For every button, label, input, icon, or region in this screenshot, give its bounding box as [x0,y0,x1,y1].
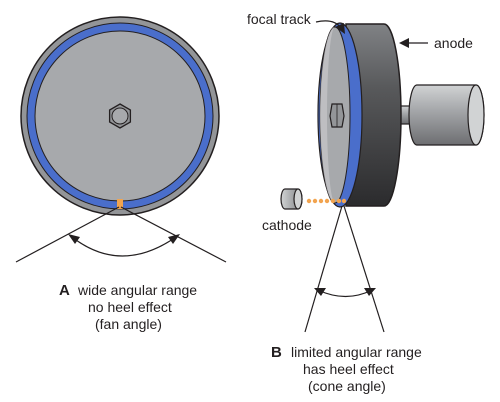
panel-a-caption: A wide angular range no heel effect (fan… [59,282,197,332]
anode-label: anode [434,35,473,51]
fan-ray-left [15,206,120,263]
cone-ray-right [343,205,385,333]
rotor-end [467,84,485,146]
panel-a-caption-line3: (fan angle) [95,316,162,332]
panel-a-anode-face [20,16,220,216]
panel-a-caption-line2: no heel effect [88,299,172,315]
arrowhead-right-icon [168,234,180,244]
panel-a-letter: A [59,282,70,299]
panel-b-cone-angle [304,205,385,333]
callout-arrows [315,20,428,48]
panel-b-letter: B [271,344,282,361]
focal-track-arrow-icon [335,23,345,34]
panel-b-anode-side [317,22,485,208]
panel-b-caption-line2: has heel effect [303,361,394,377]
panel-a-caption-line1: wide angular range [77,282,197,298]
cathode-label: cathode [262,217,312,233]
cone-ray-left [304,205,343,333]
anode-face-shade [320,27,335,203]
cone-arrowhead-left-icon [314,288,326,296]
panel-b-caption-line1: limited angular range [291,344,422,360]
focal-track-label: focal track [247,11,312,27]
fan-ray-right [120,206,227,263]
cathode-face [293,188,303,210]
arrowhead-left-icon [68,234,80,244]
anode-arrow-icon [399,38,409,48]
panel-b-caption-line3: (cone angle) [308,378,386,394]
hex-nut-center [111,107,129,125]
cone-arrowhead-right-icon [364,288,376,296]
focal-spot-a [117,199,123,209]
fan-angle-arc [71,236,177,257]
panel-b-caption: B limited angular range has heel effect … [271,344,422,394]
panel-a-fan-angle [15,206,227,263]
electron-beam [306,198,347,204]
cathode-assembly [280,188,347,210]
cone-angle-arc [317,289,373,298]
